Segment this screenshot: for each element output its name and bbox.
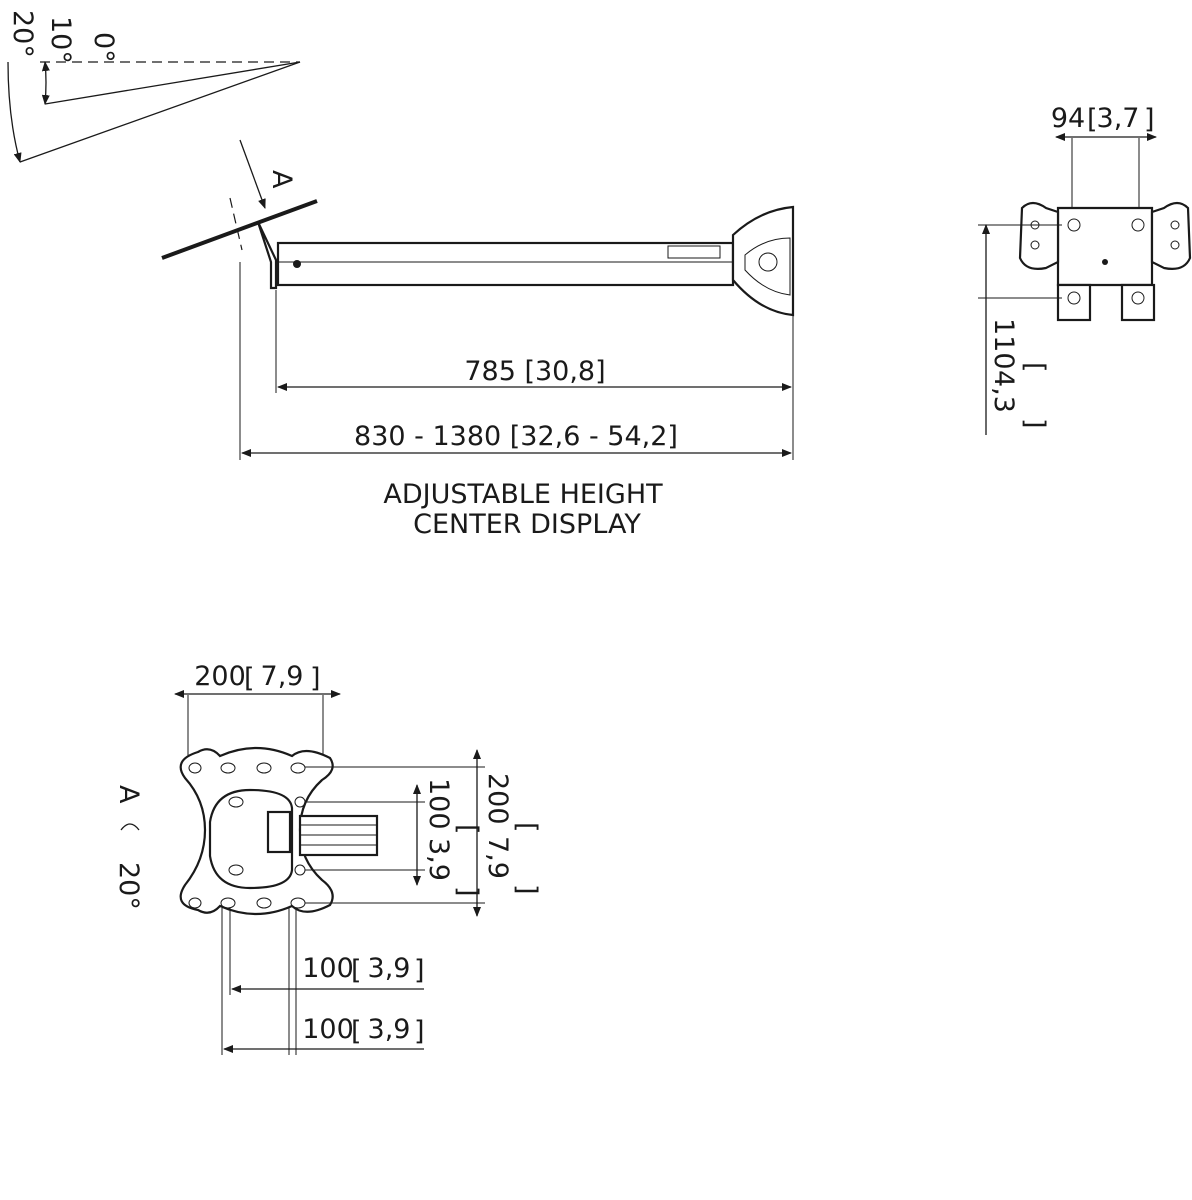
angle-10-label: 10°	[45, 16, 76, 64]
wall-plate-left-wing	[1018, 201, 1060, 270]
h100a-bracket-close: ]	[414, 955, 425, 986]
angle-20-arc	[7, 61, 22, 163]
h100b-label: 100	[302, 1014, 354, 1045]
wall-plate-foot-right	[1120, 283, 1156, 322]
w94-bracket-close: ]	[1144, 104, 1155, 135]
vesa-slot-7	[256, 897, 272, 909]
h110-bracket-open: [	[1019, 362, 1050, 373]
vesa-hub-block	[266, 810, 292, 854]
view-a-arrow	[239, 139, 266, 209]
h110-inch-label: 4,3	[988, 370, 1019, 413]
caption-line-1: ADJUSTABLE HEIGHT	[383, 479, 663, 510]
vesa-slot-3	[256, 762, 272, 774]
total-dim-label: 830 - 1380 [32,6 - 54,2]	[354, 421, 678, 452]
wall-plate-right-wing	[1150, 201, 1192, 270]
vh200-inch-label: 7,9	[482, 836, 513, 879]
vesa-slot-1	[188, 762, 202, 774]
tilt-angle-diagram: 0° 10° 20°	[7, 10, 301, 163]
vesa-slot-9	[228, 796, 244, 808]
angle-20-label: 20°	[7, 10, 38, 58]
h100b-inch-label: 3,9	[368, 1014, 411, 1045]
side-view: A 785 [30,8] 830 - 1380 [32,6 - 54,2] AD…	[161, 139, 795, 540]
wp-wing-hole-r2	[1170, 240, 1180, 250]
w94-bracket-open: [	[1087, 104, 1098, 135]
vh100-inch-label: 3,9	[423, 838, 454, 881]
caption-line-2: CENTER DISPLAY	[413, 509, 641, 540]
vw-label: 200	[194, 661, 246, 692]
vesa-slot-4	[290, 762, 306, 774]
wp-hole-3	[1067, 291, 1081, 305]
wp-wing-hole-r1	[1170, 220, 1180, 230]
plate-centerline	[229, 197, 243, 251]
wp-center-dot	[1102, 259, 1108, 265]
tilt-hinge	[256, 221, 278, 290]
h100a-inch-label: 3,9	[368, 953, 411, 984]
vesa-slot-6	[220, 897, 236, 909]
view-a: A 20° 200 [ 7,9 ] 200 [	[113, 661, 542, 1055]
arm-screw	[293, 260, 301, 268]
h100b-bracket-open: [	[351, 1016, 362, 1047]
arm-label-slot	[667, 245, 721, 259]
h100a-label: 100	[302, 953, 354, 984]
arm-tube	[276, 241, 735, 287]
view-a-rotation-icon	[120, 823, 140, 831]
angle-10-arc	[41, 61, 50, 105]
wall-cover-inner	[744, 237, 791, 296]
vh100-bracket-close: ]	[452, 886, 483, 897]
vh200-bracket-close: ]	[511, 884, 542, 895]
wall-cover	[731, 205, 795, 317]
vesa-slot-5	[188, 897, 202, 909]
view-a-tilt-label: 20°	[113, 862, 144, 910]
angle-0-label: 0°	[88, 32, 119, 63]
h100a-bracket-open: [	[351, 955, 362, 986]
h110-label: 110	[988, 318, 1019, 370]
vw-bracket-close: ]	[310, 663, 321, 694]
wp-hole-1	[1067, 218, 1081, 232]
view-a-arrow-label: A	[266, 170, 297, 189]
wall-plate-foot-left	[1056, 283, 1092, 322]
vesa-slot-2	[220, 762, 236, 774]
angle-10-line	[44, 61, 301, 105]
h110-bracket-close: ]	[1019, 418, 1050, 429]
wall-cover-knob	[758, 252, 778, 272]
vh200-bracket-open: [	[511, 822, 542, 833]
wall-plate-view: 94 [ 3,7 ] 110 [ 4,3 ]	[978, 103, 1192, 435]
w94-label: 94	[1051, 103, 1085, 134]
vh100-label: 100	[423, 778, 454, 830]
vw-bracket-open: [	[244, 663, 255, 694]
wp-hole-2	[1131, 218, 1145, 232]
w94-inch-label: 3,7	[1097, 103, 1140, 134]
angle-20-line	[19, 61, 301, 163]
vh100-bracket-open: [	[452, 824, 483, 835]
display-plate	[161, 199, 318, 260]
h100b-bracket-close: ]	[414, 1016, 425, 1047]
vesa-slot-10	[228, 864, 244, 876]
vw-inch-label: 7,9	[261, 661, 304, 692]
length-dim-label: 785 [30,8]	[464, 356, 605, 387]
view-a-label: A	[113, 785, 144, 804]
wp-hole-4	[1131, 291, 1145, 305]
vh200-label: 200	[482, 773, 513, 825]
wp-wing-hole-l2	[1030, 240, 1040, 250]
